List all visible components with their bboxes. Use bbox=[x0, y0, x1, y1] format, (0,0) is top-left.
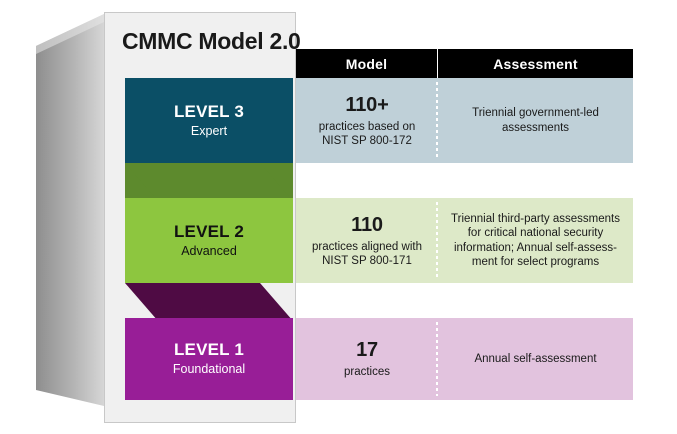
level-1-box[interactable]: LEVEL 1 Foundational bbox=[125, 318, 293, 400]
level-2-assessment-line3: information; Annual self-assess- bbox=[453, 241, 617, 254]
level-1-subtitle: Foundational bbox=[172, 362, 246, 376]
connector-level3-to-level2 bbox=[120, 161, 320, 203]
column-header-assessment: Assessment bbox=[493, 55, 578, 72]
level-2-assessment-line4: ment for select programs bbox=[471, 256, 600, 268]
column-header-model: Model bbox=[296, 49, 438, 78]
table-row: 17 practices Annual self-assessment bbox=[296, 318, 633, 400]
level-1-assessment-text: Annual self-assessment bbox=[474, 352, 596, 367]
level-1-assessment-line1: Annual self-assessment bbox=[474, 352, 597, 365]
level-2-assessment-cell: Triennial third-party assessments for cr… bbox=[438, 198, 633, 283]
level-1-practice-desc: practices bbox=[344, 365, 390, 379]
level-2-subtitle: Advanced bbox=[181, 243, 237, 258]
level-3-practice-desc-line1: practices based on bbox=[318, 120, 416, 133]
level-2-assessment-line1: Triennial third-party assessments bbox=[451, 212, 620, 225]
level-3-assessment-line1: Triennial government-led bbox=[472, 107, 599, 119]
level-1-model-cell: 17 practices bbox=[296, 318, 438, 400]
level-2-box[interactable]: LEVEL 2 Advanced bbox=[125, 198, 293, 283]
level-3-model-cell: 110+ practices based on NIST SP 800-172 bbox=[296, 78, 438, 163]
level-3-assessment-text: Triennial government-led assessments bbox=[472, 106, 599, 135]
level-3-practice-count: 110+ bbox=[345, 93, 389, 116]
level-2-practice-count: 110 bbox=[351, 213, 383, 236]
level-3-assessment-cell: Triennial government-led assessments bbox=[438, 78, 633, 163]
level-3-box[interactable]: LEVEL 3 Expert bbox=[125, 78, 293, 163]
level-3-name: LEVEL 3 bbox=[173, 101, 245, 121]
table-header-bar: Model Assessment bbox=[296, 49, 633, 78]
level-3-assessment-line2: assessments bbox=[501, 121, 570, 134]
level-1-practice-count: 17 bbox=[356, 339, 378, 361]
level-2-assessment-text: Triennial third-party assessments for cr… bbox=[451, 212, 620, 270]
level-3-practice-desc-line2: NIST SP 800-172 bbox=[322, 134, 412, 147]
level-2-practice-desc-line1: practices aligned with bbox=[312, 240, 422, 253]
table-row: 110+ practices based on NIST SP 800-172 … bbox=[296, 78, 633, 163]
level-2-assessment-line2: for critical national security bbox=[467, 227, 604, 239]
level-2-practice-desc: practices aligned with NIST SP 800-171 bbox=[312, 240, 422, 268]
level-1-assessment-cell: Annual self-assessment bbox=[438, 318, 633, 400]
connector-level2-to-level1 bbox=[120, 281, 320, 323]
level-2-practice-desc-line2: NIST SP 800-171 bbox=[322, 254, 412, 267]
page-title: CMMC Model 2.0 bbox=[122, 28, 301, 54]
level-3-practice-desc: practices based on NIST SP 800-172 bbox=[319, 120, 416, 148]
three-d-side-panel bbox=[36, 14, 108, 422]
level-3-subtitle: Expert bbox=[190, 123, 228, 138]
level-1-practice-desc-line1: practices bbox=[343, 366, 391, 378]
table-row: 110 practices aligned with NIST SP 800-1… bbox=[296, 198, 633, 283]
level-1-name: LEVEL 1 bbox=[173, 340, 245, 359]
level-2-name: LEVEL 2 bbox=[173, 221, 245, 241]
level-2-model-cell: 110 practices aligned with NIST SP 800-1… bbox=[296, 198, 438, 283]
